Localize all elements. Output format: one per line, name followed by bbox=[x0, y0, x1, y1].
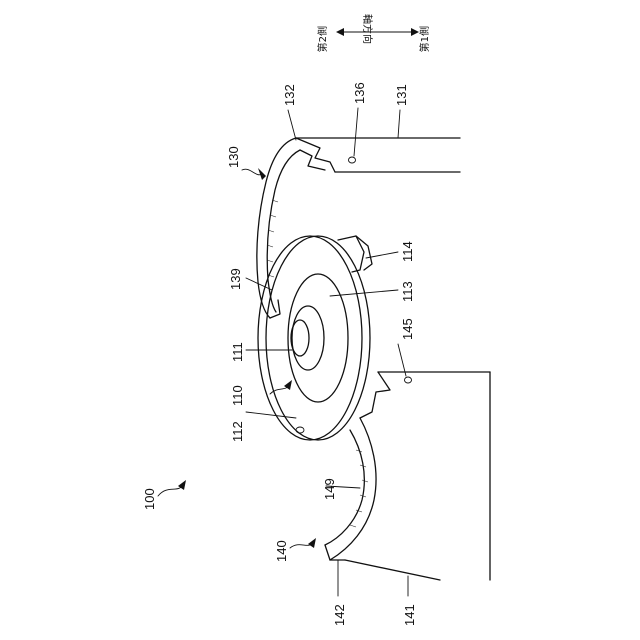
label-131: 131 bbox=[394, 84, 409, 106]
second-side-label: 第2側 bbox=[316, 26, 329, 52]
label-140: 140 bbox=[274, 540, 289, 562]
label-112: 112 bbox=[230, 421, 245, 442]
first-side-label: 第1側 bbox=[418, 26, 431, 52]
label-132: 132 bbox=[282, 84, 297, 106]
housing-130 bbox=[257, 138, 460, 318]
reference-numerals: 130 132 136 131 139 114 113 111 145 110 … bbox=[142, 82, 417, 626]
label-136: 136 bbox=[352, 82, 367, 104]
label-145: 145 bbox=[400, 318, 415, 340]
disc-110 bbox=[258, 236, 372, 440]
label-141: 141 bbox=[402, 604, 417, 626]
label-142: 142 bbox=[332, 604, 347, 626]
label-100: 100 bbox=[142, 488, 157, 510]
label-110: 110 bbox=[230, 385, 245, 406]
leader-lines bbox=[158, 108, 408, 596]
label-149: 149 bbox=[322, 478, 337, 500]
label-139: 139 bbox=[228, 268, 243, 290]
label-130: 130 bbox=[226, 146, 241, 168]
label-111: 111 bbox=[230, 342, 245, 362]
axis-label: 軸方向 bbox=[361, 14, 374, 44]
label-113: 113 bbox=[400, 281, 415, 302]
label-114: 114 bbox=[400, 241, 415, 262]
direction-legend: 軸方向 第2側 第1側 bbox=[316, 14, 431, 52]
